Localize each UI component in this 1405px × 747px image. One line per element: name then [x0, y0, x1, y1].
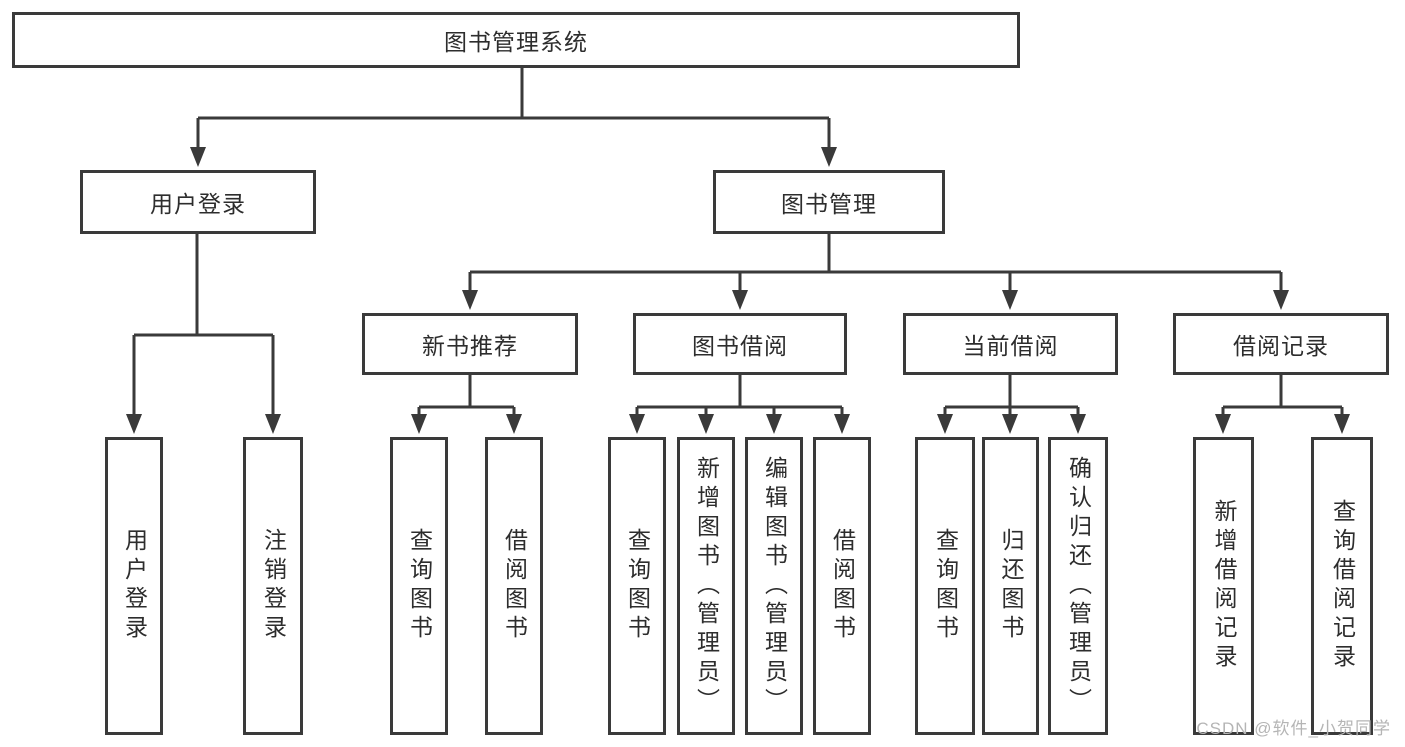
arrow-icon — [506, 414, 522, 434]
node-br-query: 查询借阅记录 — [1311, 437, 1373, 735]
edge-book-borrow — [635, 375, 844, 416]
arrow-icon — [265, 414, 281, 434]
arrow-icon — [1002, 414, 1018, 434]
node-borrow-record: 借阅记录 — [1173, 313, 1389, 375]
arrow-icon — [732, 290, 748, 310]
node-bb-add-label: 新增图书（管理员） — [693, 455, 720, 717]
node-ul-logout-label: 注销登录 — [260, 528, 287, 644]
node-book-mgmt-label: 图书管理 — [781, 191, 877, 217]
arrow-icon — [190, 147, 206, 167]
arrow-icon — [629, 414, 645, 434]
node-bb-borrow-label: 借阅图书 — [829, 528, 856, 644]
edge-new-book-rec — [417, 375, 516, 416]
arrow-icon — [937, 414, 953, 434]
edge-root — [196, 68, 831, 150]
edge-user-login — [132, 234, 275, 416]
node-cb-return-label: 归还图书 — [998, 528, 1024, 644]
node-ul-login-label: 用户登录 — [121, 528, 148, 644]
node-borrow-record-label: 借阅记录 — [1233, 333, 1329, 359]
node-user-login-label: 用户登录 — [150, 191, 246, 217]
node-cb-query-label: 查询图书 — [932, 528, 959, 644]
node-bb-query: 查询图书 — [608, 437, 666, 735]
node-br-query-label: 查询借阅记录 — [1329, 499, 1356, 673]
node-ul-logout: 注销登录 — [243, 437, 303, 735]
node-bb-query-label: 查询图书 — [624, 528, 651, 644]
edge-borrow-record — [1221, 375, 1344, 416]
node-nb-query: 查询图书 — [390, 437, 448, 735]
node-user-login: 用户登录 — [80, 170, 316, 234]
arrow-icon — [1070, 414, 1086, 434]
node-cb-confirm: 确认归还（管理员） — [1048, 437, 1108, 735]
csdn-watermark: CSDN @软件_小贺同学 — [1196, 719, 1391, 738]
node-nb-query-label: 查询图书 — [406, 528, 433, 644]
node-cb-query: 查询图书 — [915, 437, 975, 735]
node-book-borrow-label: 图书借阅 — [692, 333, 788, 359]
node-cb-return: 归还图书 — [982, 437, 1039, 735]
node-bb-borrow: 借阅图书 — [813, 437, 871, 735]
edge-current-borrow — [943, 375, 1080, 416]
node-root-label: 图书管理系统 — [444, 29, 588, 55]
arrow-icon — [821, 147, 837, 167]
node-br-add-label: 新增借阅记录 — [1211, 499, 1237, 673]
node-new-book-rec: 新书推荐 — [362, 313, 578, 375]
arrow-icon — [462, 290, 478, 310]
arrow-icon — [411, 414, 427, 434]
arrow-icon — [1273, 290, 1289, 310]
node-book-mgmt: 图书管理 — [713, 170, 945, 234]
node-current-borrow: 当前借阅 — [903, 313, 1118, 375]
node-new-book-rec-label: 新书推荐 — [422, 333, 518, 359]
node-root: 图书管理系统 — [12, 12, 1020, 68]
node-bb-edit: 编辑图书（管理员） — [745, 437, 803, 735]
edge-book-mgmt — [468, 234, 1283, 292]
node-bb-add: 新增图书（管理员） — [677, 437, 735, 735]
arrow-icon — [834, 414, 850, 434]
arrow-icon — [766, 414, 782, 434]
node-book-borrow: 图书借阅 — [633, 313, 847, 375]
node-nb-borrow: 借阅图书 — [485, 437, 543, 735]
node-nb-borrow-label: 借阅图书 — [501, 528, 528, 644]
arrowheads — [126, 147, 1350, 434]
arrow-icon — [698, 414, 714, 434]
node-current-borrow-label: 当前借阅 — [962, 333, 1059, 359]
arrow-icon — [1002, 290, 1018, 310]
node-bb-edit-label: 编辑图书（管理员） — [761, 455, 788, 717]
node-cb-confirm-label: 确认归还（管理员） — [1065, 455, 1092, 717]
arrow-icon — [1215, 414, 1231, 434]
arrow-icon — [1334, 414, 1350, 434]
arrow-icon — [126, 414, 142, 434]
node-ul-login: 用户登录 — [105, 437, 163, 735]
node-br-add: 新增借阅记录 — [1193, 437, 1254, 735]
